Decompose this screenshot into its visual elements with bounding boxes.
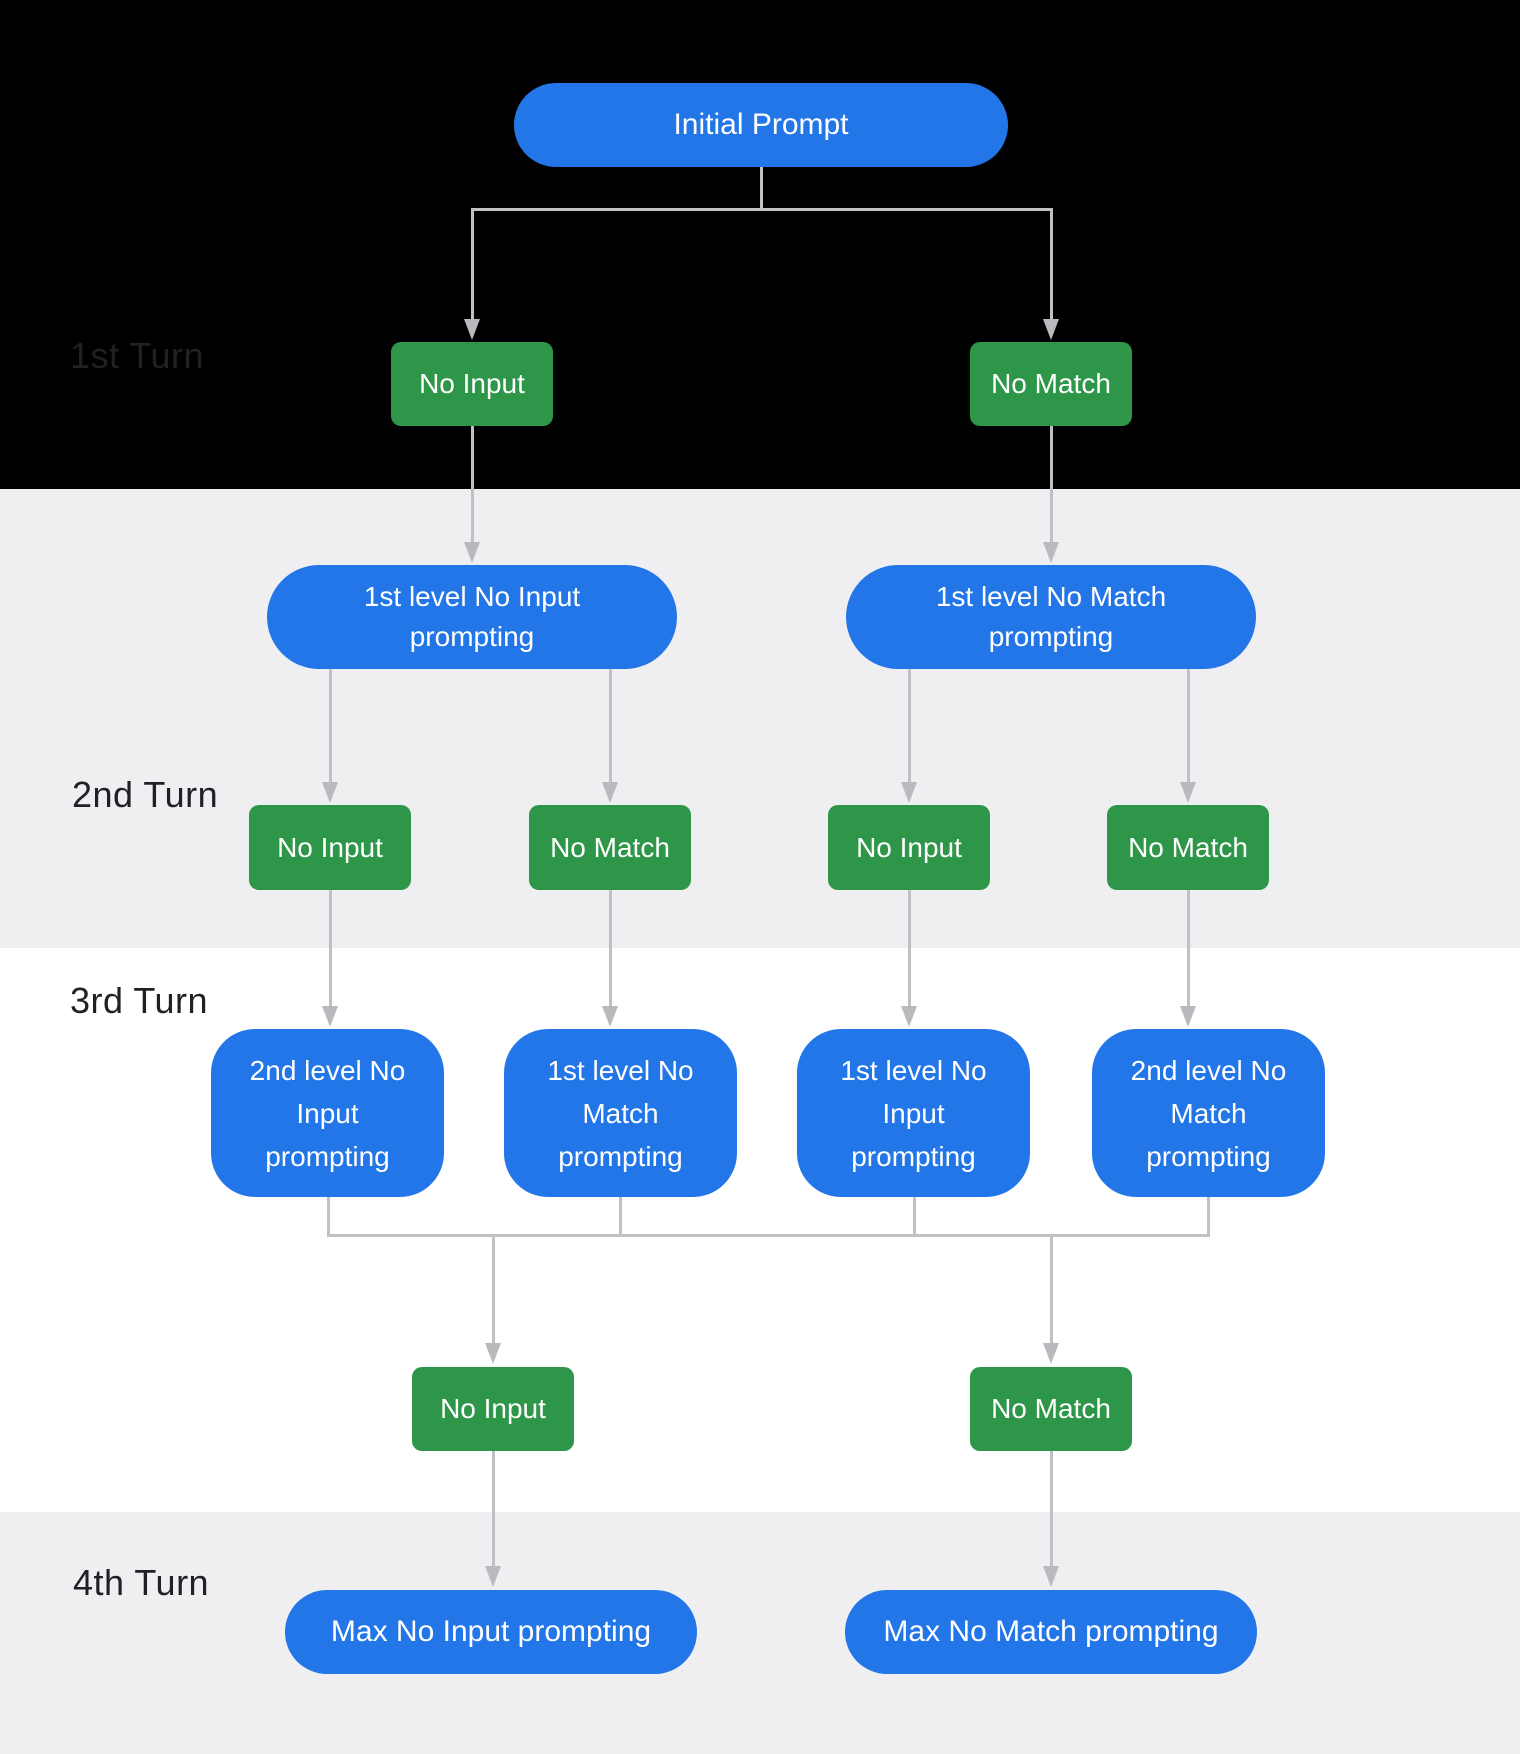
connector-to-t3-box1 (329, 890, 332, 1010)
turn-label-1st: 1st Turn (70, 335, 205, 376)
arrow-down-icon (464, 542, 480, 563)
arrow-down-icon (485, 1566, 501, 1587)
t2-no-match-prompting-node: 1st level No Match prompting (846, 565, 1256, 669)
band-turn-1 (0, 0, 1520, 489)
band-turn-2 (0, 489, 1520, 948)
t2-no-match-b-node: No Match (1107, 805, 1269, 890)
max-no-input-prompting-node: Max No Input prompting (285, 1590, 697, 1674)
t2-no-input-b-node: No Input (828, 805, 990, 890)
t2-no-input-a-node: No Input (249, 805, 411, 890)
connector-to-max-no-input (492, 1451, 495, 1566)
turn-label-3rd: 3rd Turn (70, 980, 209, 1021)
max-no-match-prompting-node: Max No Match prompting (845, 1590, 1257, 1674)
connector-to-t2-no-match-b (1187, 669, 1190, 786)
arrow-down-icon (1043, 542, 1059, 563)
t3-1st-level-no-match-node: 1st level No Match prompting (504, 1029, 737, 1197)
initial-prompt-node: Initial Prompt (514, 83, 1008, 167)
connector-to-t3-box4 (1187, 890, 1190, 1010)
arrow-down-icon (1043, 1566, 1059, 1587)
arrow-down-icon (602, 1006, 618, 1027)
turn-label-4th: 4th Turn (73, 1562, 210, 1603)
arrow-down-icon (901, 782, 917, 803)
connector-to-t1-no-input (471, 208, 474, 322)
t3-2nd-level-no-input-node: 2nd level No Input prompting (211, 1029, 444, 1197)
arrow-down-icon (464, 319, 480, 340)
t2-no-input-prompting-node: 1st level No Input prompting (267, 565, 677, 669)
connector-merge-box3 (913, 1197, 916, 1237)
t3-2nd-level-no-match-node: 2nd level No Match prompting (1092, 1029, 1325, 1197)
connector-merge-bus (327, 1234, 1210, 1237)
connector-to-t4-no-input (492, 1234, 495, 1346)
connector-merge-box1 (327, 1197, 330, 1237)
connector-to-max-no-match (1050, 1451, 1053, 1566)
connector-to-t2-no-input-b (908, 669, 911, 786)
arrow-down-icon (322, 782, 338, 803)
connector-to-t4-no-match (1050, 1234, 1053, 1346)
connector-to-t3-box3 (908, 890, 911, 1010)
t3-1st-level-no-input-node: 1st level No Input prompting (797, 1029, 1030, 1197)
t4-no-input-node: No Input (412, 1367, 574, 1451)
arrow-down-icon (602, 782, 618, 803)
arrow-down-icon (485, 1343, 501, 1364)
t2-no-match-a-node: No Match (529, 805, 691, 890)
connector-initial-split (471, 208, 1052, 211)
arrow-down-icon (1180, 782, 1196, 803)
t1-no-input-node: No Input (391, 342, 553, 426)
connector-to-t2-no-input-a (329, 669, 332, 786)
arrow-down-icon (901, 1006, 917, 1027)
connector-t1ni-to-prompt (471, 426, 474, 546)
arrow-down-icon (1043, 1343, 1059, 1364)
connector-to-t1-no-match (1050, 208, 1053, 322)
t4-no-match-node: No Match (970, 1367, 1132, 1451)
connector-merge-box4 (1207, 1197, 1210, 1237)
connector-merge-box2 (619, 1197, 622, 1237)
turn-label-2nd: 2nd Turn (72, 774, 219, 815)
arrow-down-icon (1043, 319, 1059, 340)
t1-no-match-node: No Match (970, 342, 1132, 426)
arrow-down-icon (322, 1006, 338, 1027)
connector-to-t2-no-match-a (609, 669, 612, 786)
connector-to-t3-box2 (609, 890, 612, 1010)
connector-initial-stem (760, 167, 763, 209)
arrow-down-icon (1180, 1006, 1196, 1027)
band-turn-4 (0, 1512, 1520, 1754)
connector-t1nm-to-prompt (1050, 426, 1053, 546)
